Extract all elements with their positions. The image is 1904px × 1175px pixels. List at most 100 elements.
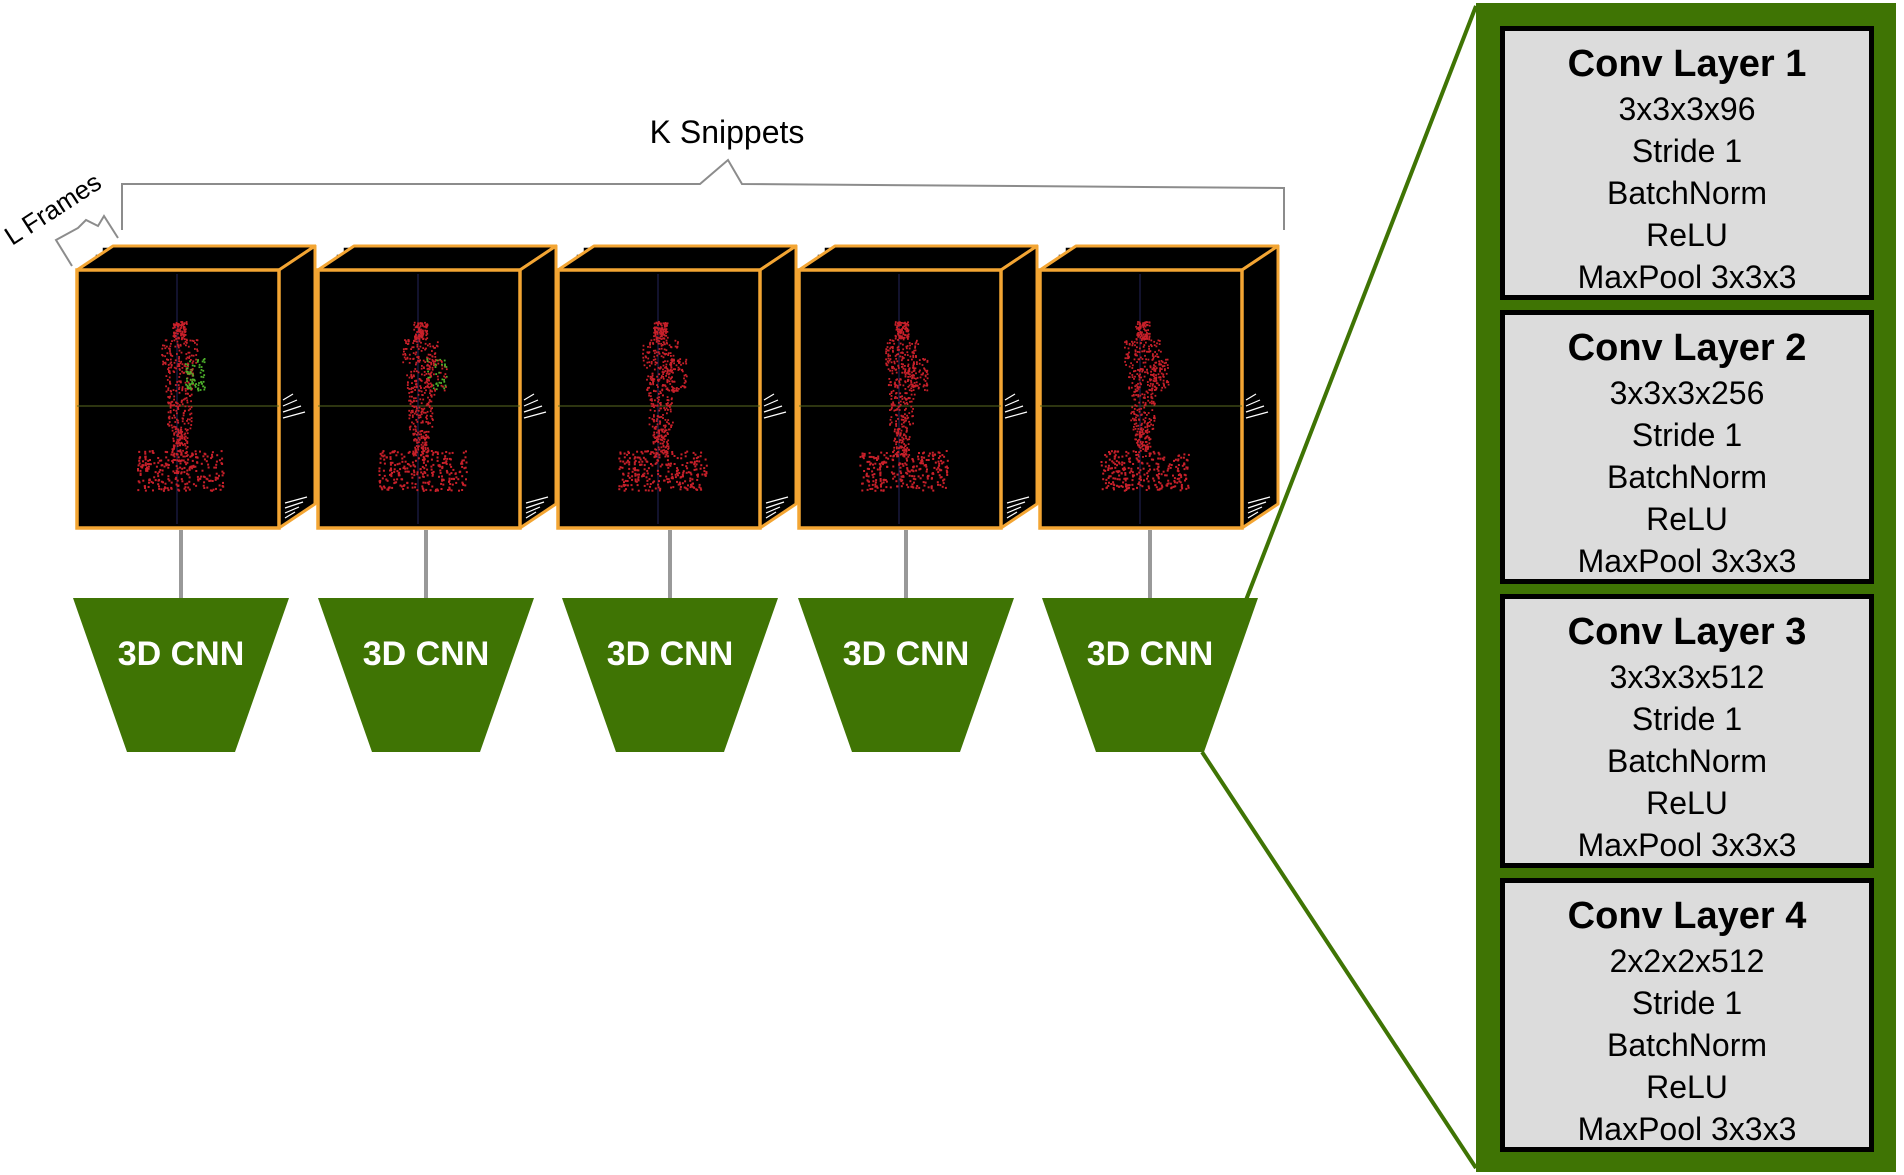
- layer-title: Conv Layer 3: [1568, 611, 1807, 653]
- frame-edge-tick: [284, 501, 304, 509]
- cnn-block: 3D CNN: [318, 598, 534, 752]
- frame-edge-tick: [765, 511, 777, 519]
- cnn-trapezoid: [73, 598, 289, 752]
- zoom-lines: [1200, 5, 1478, 1170]
- cnn-blocks: 3D CNN 3D CNN 3D CNN 3D CNN 3D CNN: [73, 598, 1258, 752]
- frame-edge-tick: [765, 496, 789, 504]
- layer-title: Conv Layer 2: [1568, 327, 1807, 369]
- cnn-block: 3D CNN: [798, 598, 1014, 752]
- cube-side-face: [1240, 244, 1280, 530]
- frame-edge-tick: [1006, 506, 1022, 514]
- layer-spec-line: MaxPool 3x3x3: [1578, 1111, 1797, 1147]
- frame-edge-tick: [282, 411, 306, 419]
- frame-edge-tick: [765, 501, 785, 509]
- frame-edge-tick: [1245, 393, 1257, 401]
- frame-edge-tick: [525, 511, 537, 519]
- layer-spec-line: Stride 1: [1632, 985, 1742, 1021]
- layer-spec-line: MaxPool 3x3x3: [1578, 543, 1797, 579]
- cube-side-face: [518, 244, 558, 530]
- frame-edge-tick: [1004, 411, 1028, 419]
- cube-side-face: [277, 244, 317, 530]
- frame-edge-tick: [1247, 501, 1267, 509]
- point-cloud-figure: [1100, 321, 1190, 492]
- frame-edge-tick: [523, 411, 547, 419]
- layer-spec-line: 3x3x3x256: [1610, 375, 1765, 411]
- layer-spec-line: Stride 1: [1632, 133, 1742, 169]
- frame-edge-tick: [1245, 399, 1261, 407]
- frame-edge-tick: [1004, 405, 1024, 413]
- layer-spec-line: BatchNorm: [1607, 459, 1767, 495]
- snippet-cube: [797, 244, 1039, 530]
- frame-edge-tick: [763, 411, 787, 419]
- layer-spec-line: MaxPool 3x3x3: [1578, 259, 1797, 295]
- k-snippets-label: K Snippets: [650, 114, 805, 150]
- snippet-cube: [556, 244, 798, 530]
- cube-top-face: [75, 244, 317, 272]
- frame-edge-tick: [763, 405, 783, 413]
- l-frames-label: L Frames: [0, 167, 107, 251]
- frame-edge-tick: [525, 506, 541, 514]
- cnn-block: 3D CNN: [73, 598, 289, 752]
- snippet-cube: [316, 244, 558, 530]
- point-cloud-figure: [618, 321, 708, 492]
- layer-box-bg: [1505, 883, 1869, 1147]
- frame-edge-tick: [1006, 501, 1026, 509]
- layer-box-bg: [1505, 599, 1869, 863]
- cnn-block: 3D CNN: [1042, 598, 1258, 752]
- layer-spec-line: Stride 1: [1632, 417, 1742, 453]
- frame-edge-tick: [523, 399, 539, 407]
- frame-edge-tick: [1247, 511, 1259, 519]
- cube-front-face: [1038, 268, 1244, 530]
- point-cloud-figure: [859, 321, 949, 492]
- layer-spec-line: Stride 1: [1632, 701, 1742, 737]
- cnn-label: 3D CNN: [607, 635, 734, 673]
- l-frames-bracket: L Frames: [0, 167, 119, 267]
- frame-edge-tick: [284, 496, 308, 504]
- snippet-cube: [1038, 244, 1280, 530]
- layer-spec-line: 3x3x3x512: [1610, 659, 1765, 695]
- cube-side-face: [999, 244, 1039, 530]
- frame-edge-tick: [1004, 393, 1016, 401]
- k-snippets-bracket: K Snippets: [121, 114, 1285, 230]
- layer-spec-line: BatchNorm: [1607, 743, 1767, 779]
- cube-top-face: [797, 244, 1039, 272]
- layer-spec-line: 2x2x2x512: [1610, 943, 1765, 979]
- cnn-label: 3D CNN: [363, 635, 490, 673]
- cnn-label: 3D CNN: [843, 635, 970, 673]
- cnn-label: 3D CNN: [1087, 635, 1214, 673]
- cube-top-face: [316, 244, 558, 272]
- frame-edge-tick: [1006, 496, 1030, 504]
- cnn-trapezoid: [318, 598, 534, 752]
- frame-edge-tick: [763, 399, 779, 407]
- layer-box-bg: [1505, 315, 1869, 579]
- frame-edge-tick: [1245, 411, 1269, 419]
- frame-edge-tick: [284, 506, 300, 514]
- frame-edge-tick: [1247, 496, 1271, 504]
- point-cloud-figure: [378, 321, 468, 492]
- snippet-cubes: [75, 244, 1280, 530]
- cube-top-face: [1038, 244, 1280, 272]
- frame-edge-tick: [765, 506, 781, 514]
- frame-edge-tick: [525, 496, 549, 504]
- frame-edge-tick: [523, 393, 535, 401]
- frame-edge-tick: [282, 405, 302, 413]
- layer-spec-line: ReLU: [1646, 501, 1728, 537]
- layer-spec-line: ReLU: [1646, 1069, 1728, 1105]
- cube-top-face: [556, 244, 798, 272]
- frame-edge-tick: [763, 393, 775, 401]
- frame-edge-tick: [1006, 511, 1018, 519]
- frame-edge-tick: [284, 511, 296, 519]
- frame-edge-tick: [1004, 399, 1020, 407]
- layer-title: Conv Layer 4: [1568, 895, 1807, 937]
- cube-side-face: [758, 244, 798, 530]
- point-cloud-figure: [137, 321, 225, 492]
- snippet-cube: [75, 244, 317, 530]
- layer-box-bg: [1505, 31, 1869, 295]
- frame-edge-tick: [525, 501, 545, 509]
